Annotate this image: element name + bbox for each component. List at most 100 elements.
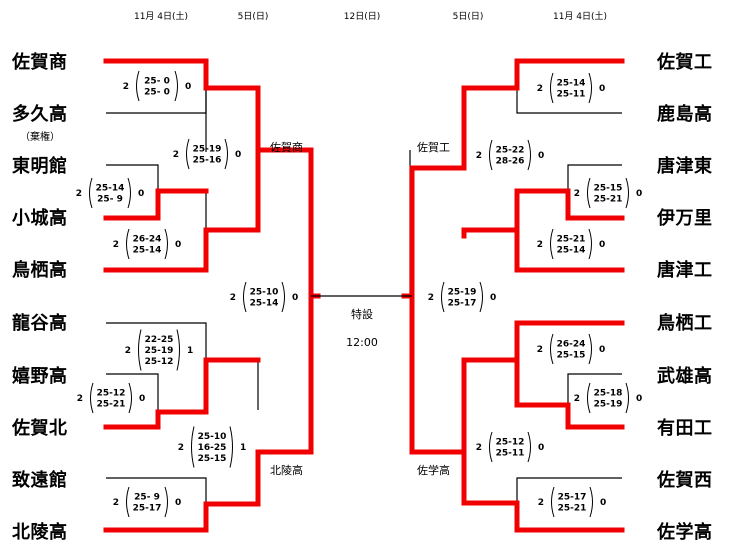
right-team-10: 佐学高 — [656, 521, 713, 543]
right-winner-line — [514, 227, 625, 273]
score-bracket-left — [126, 228, 130, 260]
set-score: 25-21 — [97, 400, 126, 410]
sets-won-left: 2 — [476, 443, 482, 453]
sets-won-right: 0 — [139, 394, 145, 404]
set-score: 25-19 — [145, 346, 174, 356]
left-team-7: 嬉野高 — [12, 365, 68, 387]
score-bracket-left — [551, 486, 555, 518]
set-score: 26-24 — [133, 235, 162, 245]
sets-won-left: 2 — [77, 394, 83, 404]
winner-label-left-bottom: 北陵高 — [270, 463, 303, 477]
score-bracket-left — [138, 329, 142, 371]
right-team-6: 鳥栖工 — [657, 312, 713, 334]
set-score: 25-11 — [496, 449, 525, 459]
score-bracket-left — [136, 70, 140, 102]
score-bracket-left — [550, 333, 554, 365]
score-bracket-right — [625, 177, 629, 209]
score-bracket-right — [127, 177, 131, 209]
score-bracket-left — [90, 382, 94, 414]
score-bracket-right — [588, 333, 592, 365]
right-winner-line — [409, 293, 625, 455]
set-score: 25-19 — [594, 400, 623, 410]
right-loser-line — [567, 164, 622, 191]
score-bracket-right — [229, 426, 233, 468]
set-score: 25-12 — [97, 389, 126, 399]
set-score: 26-24 — [557, 340, 586, 350]
sets-won-right: 0 — [599, 345, 605, 355]
set-score: 25-11 — [557, 90, 586, 100]
sets-won-right: 0 — [490, 293, 496, 303]
header-left-round2: 5日(日) — [238, 11, 269, 22]
score-bracket-right — [176, 329, 180, 371]
left-loser-line — [106, 477, 207, 504]
right-team-7: 武雄高 — [657, 365, 713, 387]
left-team-3: 東明館 — [12, 155, 68, 177]
right-team-9: 佐賀西 — [656, 469, 713, 491]
left-loser-line — [106, 322, 207, 360]
set-score: 25-21 — [558, 504, 587, 514]
score-bracket-right — [588, 228, 592, 260]
score-bracket-right — [281, 281, 285, 313]
set-score: 25-21 — [594, 195, 623, 205]
sets-won-right: 0 — [175, 498, 181, 508]
right-winner-line — [461, 188, 625, 239]
score-bracket-left — [441, 281, 445, 313]
sets-won-right: 0 — [538, 443, 544, 453]
score-bracket-left — [126, 486, 130, 518]
score-bracket-right — [527, 139, 531, 171]
score-bracket-left — [191, 426, 195, 468]
score-bracket-right — [164, 228, 168, 260]
set-score: 25-18 — [594, 389, 623, 399]
set-score: 25-12 — [496, 438, 525, 448]
sets-won-right: 0 — [599, 84, 605, 94]
left-winner-line — [103, 58, 314, 299]
set-score: 25-15 — [557, 351, 586, 361]
left-loser-line — [158, 190, 207, 230]
score-bracket-right — [625, 382, 629, 414]
sets-won-left: 2 — [574, 394, 580, 404]
score-bracket-right — [128, 382, 132, 414]
set-score: 25-15 — [594, 184, 623, 194]
sets-won-left: 2 — [537, 240, 543, 250]
left-team-4: 小城高 — [12, 207, 68, 229]
score-bracket-right — [588, 72, 592, 104]
set-score: 16-25 — [198, 443, 227, 453]
sets-won-left: 2 — [113, 240, 119, 250]
score-bracket-left — [550, 228, 554, 260]
set-score: 25-15 — [198, 454, 227, 464]
right-winner-line — [461, 449, 625, 533]
left-winner-line — [103, 357, 261, 430]
score-bracket-left — [489, 431, 493, 463]
final-time: 12:00 — [346, 336, 378, 349]
set-score: 25- 0 — [144, 77, 170, 87]
score-bracket-right — [164, 486, 168, 518]
left-winner-line — [103, 147, 261, 273]
score-bracket-left — [587, 177, 591, 209]
sets-won-left: 2 — [537, 84, 543, 94]
left-loser-line — [106, 164, 159, 191]
score-bracket-right — [527, 431, 531, 463]
set-score: 25-17 — [448, 299, 477, 309]
winner-label-right-bottom: 佐学高 — [417, 463, 450, 477]
set-score: 25-14 — [557, 246, 586, 256]
score-bracket-right — [224, 138, 228, 170]
header-left-round1: 11月 4日(土) — [134, 10, 188, 22]
right-team-4: 伊万里 — [656, 207, 713, 229]
score-bracket-left — [186, 138, 190, 170]
set-score: 25- 9 — [134, 493, 160, 503]
header-right-round1: 11月 4日(土) — [553, 10, 607, 22]
left-team-5: 鳥栖高 — [12, 259, 68, 281]
left-winner-line — [103, 188, 209, 221]
set-score: 25-19 — [193, 145, 222, 155]
sets-won-right: 0 — [636, 394, 642, 404]
sets-won-right: 0 — [599, 240, 605, 250]
left-winner-line — [103, 293, 321, 533]
sets-won-right: 0 — [185, 82, 191, 92]
header-final: 12日(日) — [344, 11, 380, 22]
right-team-3: 唐津東 — [657, 155, 713, 177]
sets-won-right: 0 — [636, 189, 642, 199]
left-team-6: 龍谷高 — [12, 312, 68, 334]
sets-won-right: 1 — [240, 443, 246, 453]
right-winner-line — [514, 357, 625, 430]
